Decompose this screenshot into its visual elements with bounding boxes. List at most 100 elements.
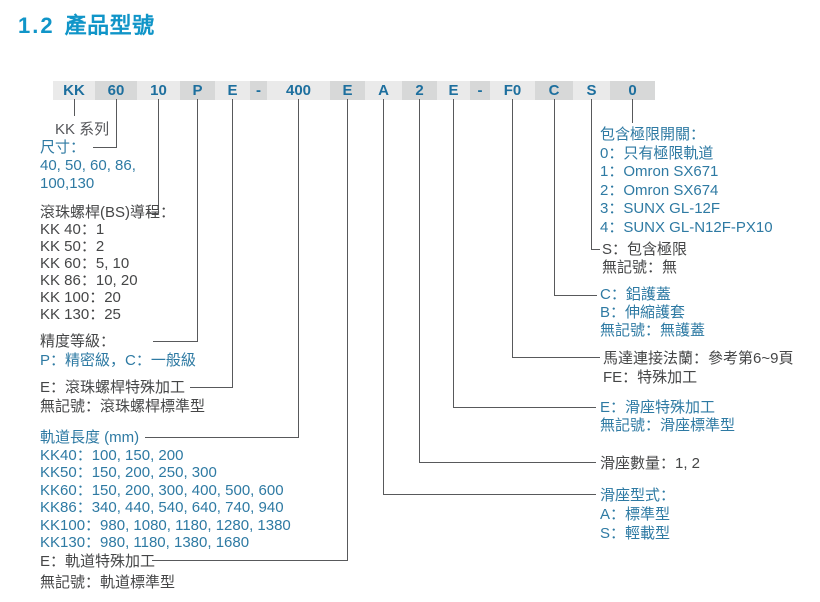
connector-flange-hline <box>512 357 600 358</box>
annotation-limit: S：包含極限 無記號：無 <box>602 241 687 277</box>
annotation-cover-row: C：鋁護蓋 <box>600 286 671 303</box>
model-segment-dash-1: - <box>250 81 267 100</box>
connector-bs-special-vline <box>232 99 233 388</box>
page-title: 1.2 產品型號 <box>18 8 155 40</box>
annotation-limit-switch-row: 0：只有極限軌道 <box>600 144 714 162</box>
annotation-lead-row: KK 130：25 <box>40 306 121 323</box>
annotation-slider-special: E：滑座特殊加工 無記號：滑座標準型 <box>600 399 735 435</box>
annotation-rail-special-row: 無記號：軌道標準型 <box>40 574 176 591</box>
annotation-cover-row: 無記號：無護蓋 <box>600 322 706 339</box>
connector-series-vline <box>74 99 75 116</box>
annotation-precision: 精度等級： P：精密級，C：一般級 <box>40 332 196 370</box>
annotation-limit-switch-row: 2：Omron SX674 <box>600 181 719 199</box>
annotation-size-values: 40, 50, 60, 86, <box>40 157 136 174</box>
annotation-rail-length-row: KK40：100, 150, 200 <box>40 446 184 464</box>
connector-slider-type-hline <box>383 494 596 495</box>
annotation-bs-special-row: 無記號：滾珠螺桿標準型 <box>40 398 206 415</box>
connector-slider-type-vline <box>383 99 384 495</box>
annotation-rail-special-row: E：軌道特殊加工 <box>40 553 156 570</box>
connector-cover-hline <box>554 295 597 296</box>
annotation-motor-flange: 馬達連接法蘭：參考第6~9頁 FE：特殊加工 <box>603 349 793 387</box>
annotation-series: KK 系列 <box>55 121 109 139</box>
connector-lead-hline <box>147 213 159 214</box>
annotation-lead-label: 滾珠螺桿(BS)導程： <box>40 204 176 221</box>
annotation-rail-length-row: KK100：980, 1080, 1180, 1280, 1380 <box>40 516 291 534</box>
model-segment-dash-2: - <box>470 81 490 100</box>
annotation-slider-qty: 滑座數量：1, 2 <box>600 455 700 473</box>
annotation-rail-length-label: 軌道長度 (mm) <box>40 429 140 446</box>
annotation-limit-switch-label: 包含極限開關： <box>600 126 706 143</box>
annotation-rail-special: E：軌道特殊加工 無記號：軌道標準型 <box>40 551 175 593</box>
model-segment-rail-length: 400 <box>267 81 330 100</box>
annotation-lead-row: KK 50：2 <box>40 238 105 255</box>
connector-rail-special-hline <box>152 560 348 561</box>
connector-slider-special-hline <box>453 407 596 408</box>
connector-precision-vline <box>197 99 198 342</box>
model-segment-cover: C <box>535 81 573 100</box>
annotation-slider-special-row: 無記號：滑座標準型 <box>600 417 736 434</box>
connector-rail-length-hline <box>145 437 299 438</box>
connector-rail-length-vline <box>298 99 299 438</box>
connector-limit-vline <box>591 99 592 250</box>
annotation-lead-row: KK 100：20 <box>40 289 121 306</box>
annotation-lead-row: KK 60：5, 10 <box>40 255 130 272</box>
model-segment-limit-switch: 0 <box>610 81 655 100</box>
model-segment-limit: S <box>573 81 610 100</box>
annotation-rail-length-row: KK60：150, 200, 300, 400, 500, 600 <box>40 481 284 499</box>
model-segment-precision: P <box>180 81 215 100</box>
annotation-bs-special-row: E：滾珠螺桿特殊加工 <box>40 379 186 396</box>
annotation-slider-type-row: A：標準型 <box>600 506 671 523</box>
model-segment-bs-special: E <box>215 81 250 100</box>
annotation-motor-flange-row: 馬達連接法蘭：參考第6~9頁 <box>603 350 794 367</box>
model-segment-size: 60 <box>95 81 137 100</box>
connector-limit-hline <box>591 249 600 250</box>
model-segment-flange: F0 <box>490 81 535 100</box>
annotation-rail-length-row: KK130：980, 1180, 1380, 1680 <box>40 534 250 551</box>
annotation-limit-row: 無記號：無 <box>602 259 678 276</box>
connector-rail-special-vline <box>347 99 348 561</box>
annotation-size: 尺寸： 40, 50, 60, 86, 100,130 <box>40 139 136 193</box>
annotation-series-label: KK 系列 <box>55 121 110 138</box>
annotation-rail-length-row: KK50：150, 200, 250, 300 <box>40 464 217 481</box>
model-segment-slider-type: A <box>365 81 402 100</box>
annotation-rail-length: 軌道長度 (mm) KK40：100, 150, 200 KK50：150, 2… <box>40 429 291 552</box>
annotation-cover: C：鋁護蓋 B：伸縮護套 無記號：無護蓋 <box>600 286 705 340</box>
connector-size-hline <box>93 147 117 148</box>
annotation-slider-type-label: 滑座型式： <box>600 487 676 504</box>
annotation-size-label: 尺寸： <box>40 139 86 156</box>
model-segment-slider-special: E <box>437 81 470 100</box>
annotation-limit-switch-row: 3：SUNX GL-12F <box>600 200 721 217</box>
annotation-limit-row: S：包含極限 <box>602 241 688 258</box>
annotation-limit-switch-row: 4：SUNX GL-N12F-PX10 <box>600 218 773 236</box>
connector-slider-qty-vline <box>419 99 420 463</box>
connector-lead-vline <box>158 99 159 214</box>
model-segment-series: KK <box>53 81 95 100</box>
annotation-slider-type: 滑座型式： A：標準型 S：輕載型 <box>600 486 675 543</box>
connector-slider-special-vline <box>453 99 454 408</box>
annotation-lead-row: KK 40：1 <box>40 221 105 238</box>
annotation-lead: 滾珠螺桿(BS)導程： KK 40：1 KK 50：2 KK 60：5, 10 … <box>40 204 175 323</box>
connector-bs-special-hline <box>190 387 233 388</box>
model-segment-rail-special: E <box>330 81 365 100</box>
annotation-rail-length-row: KK86：340, 440, 540, 640, 740, 940 <box>40 499 284 516</box>
section-title: 產品型號 <box>64 13 155 38</box>
model-segment-lead: 10 <box>137 81 180 100</box>
connector-precision-hline <box>153 341 198 342</box>
annotation-bs-special: E：滾珠螺桿特殊加工 無記號：滾珠螺桿標準型 <box>40 378 205 416</box>
annotation-slider-type-row: S：輕載型 <box>600 525 671 542</box>
annotation-slider-qty-row: 滑座數量：1, 2 <box>600 455 701 472</box>
model-code-strip: KK 60 10 P E - 400 E A 2 E - F0 C S 0 <box>53 81 655 100</box>
annotation-precision-values: P：精密級，C：一般級 <box>40 352 196 369</box>
connector-cover-vline <box>554 99 555 296</box>
annotation-lead-row: KK 86：10, 20 <box>40 272 138 289</box>
section-number: 1.2 <box>18 13 55 38</box>
connector-size-vline <box>116 99 117 148</box>
annotation-precision-label: 精度等級： <box>40 333 116 350</box>
model-segment-slider-qty: 2 <box>402 81 437 100</box>
annotation-slider-special-row: E：滑座特殊加工 <box>600 399 716 416</box>
annotation-limit-switch: 包含極限開關： 0：只有極限軌道 1：Omron SX671 2：Omron S… <box>600 126 773 237</box>
annotation-cover-row: B：伸縮護套 <box>600 304 686 321</box>
annotation-size-values: 100,130 <box>40 175 95 192</box>
connector-limit-switch-vline <box>632 99 633 123</box>
